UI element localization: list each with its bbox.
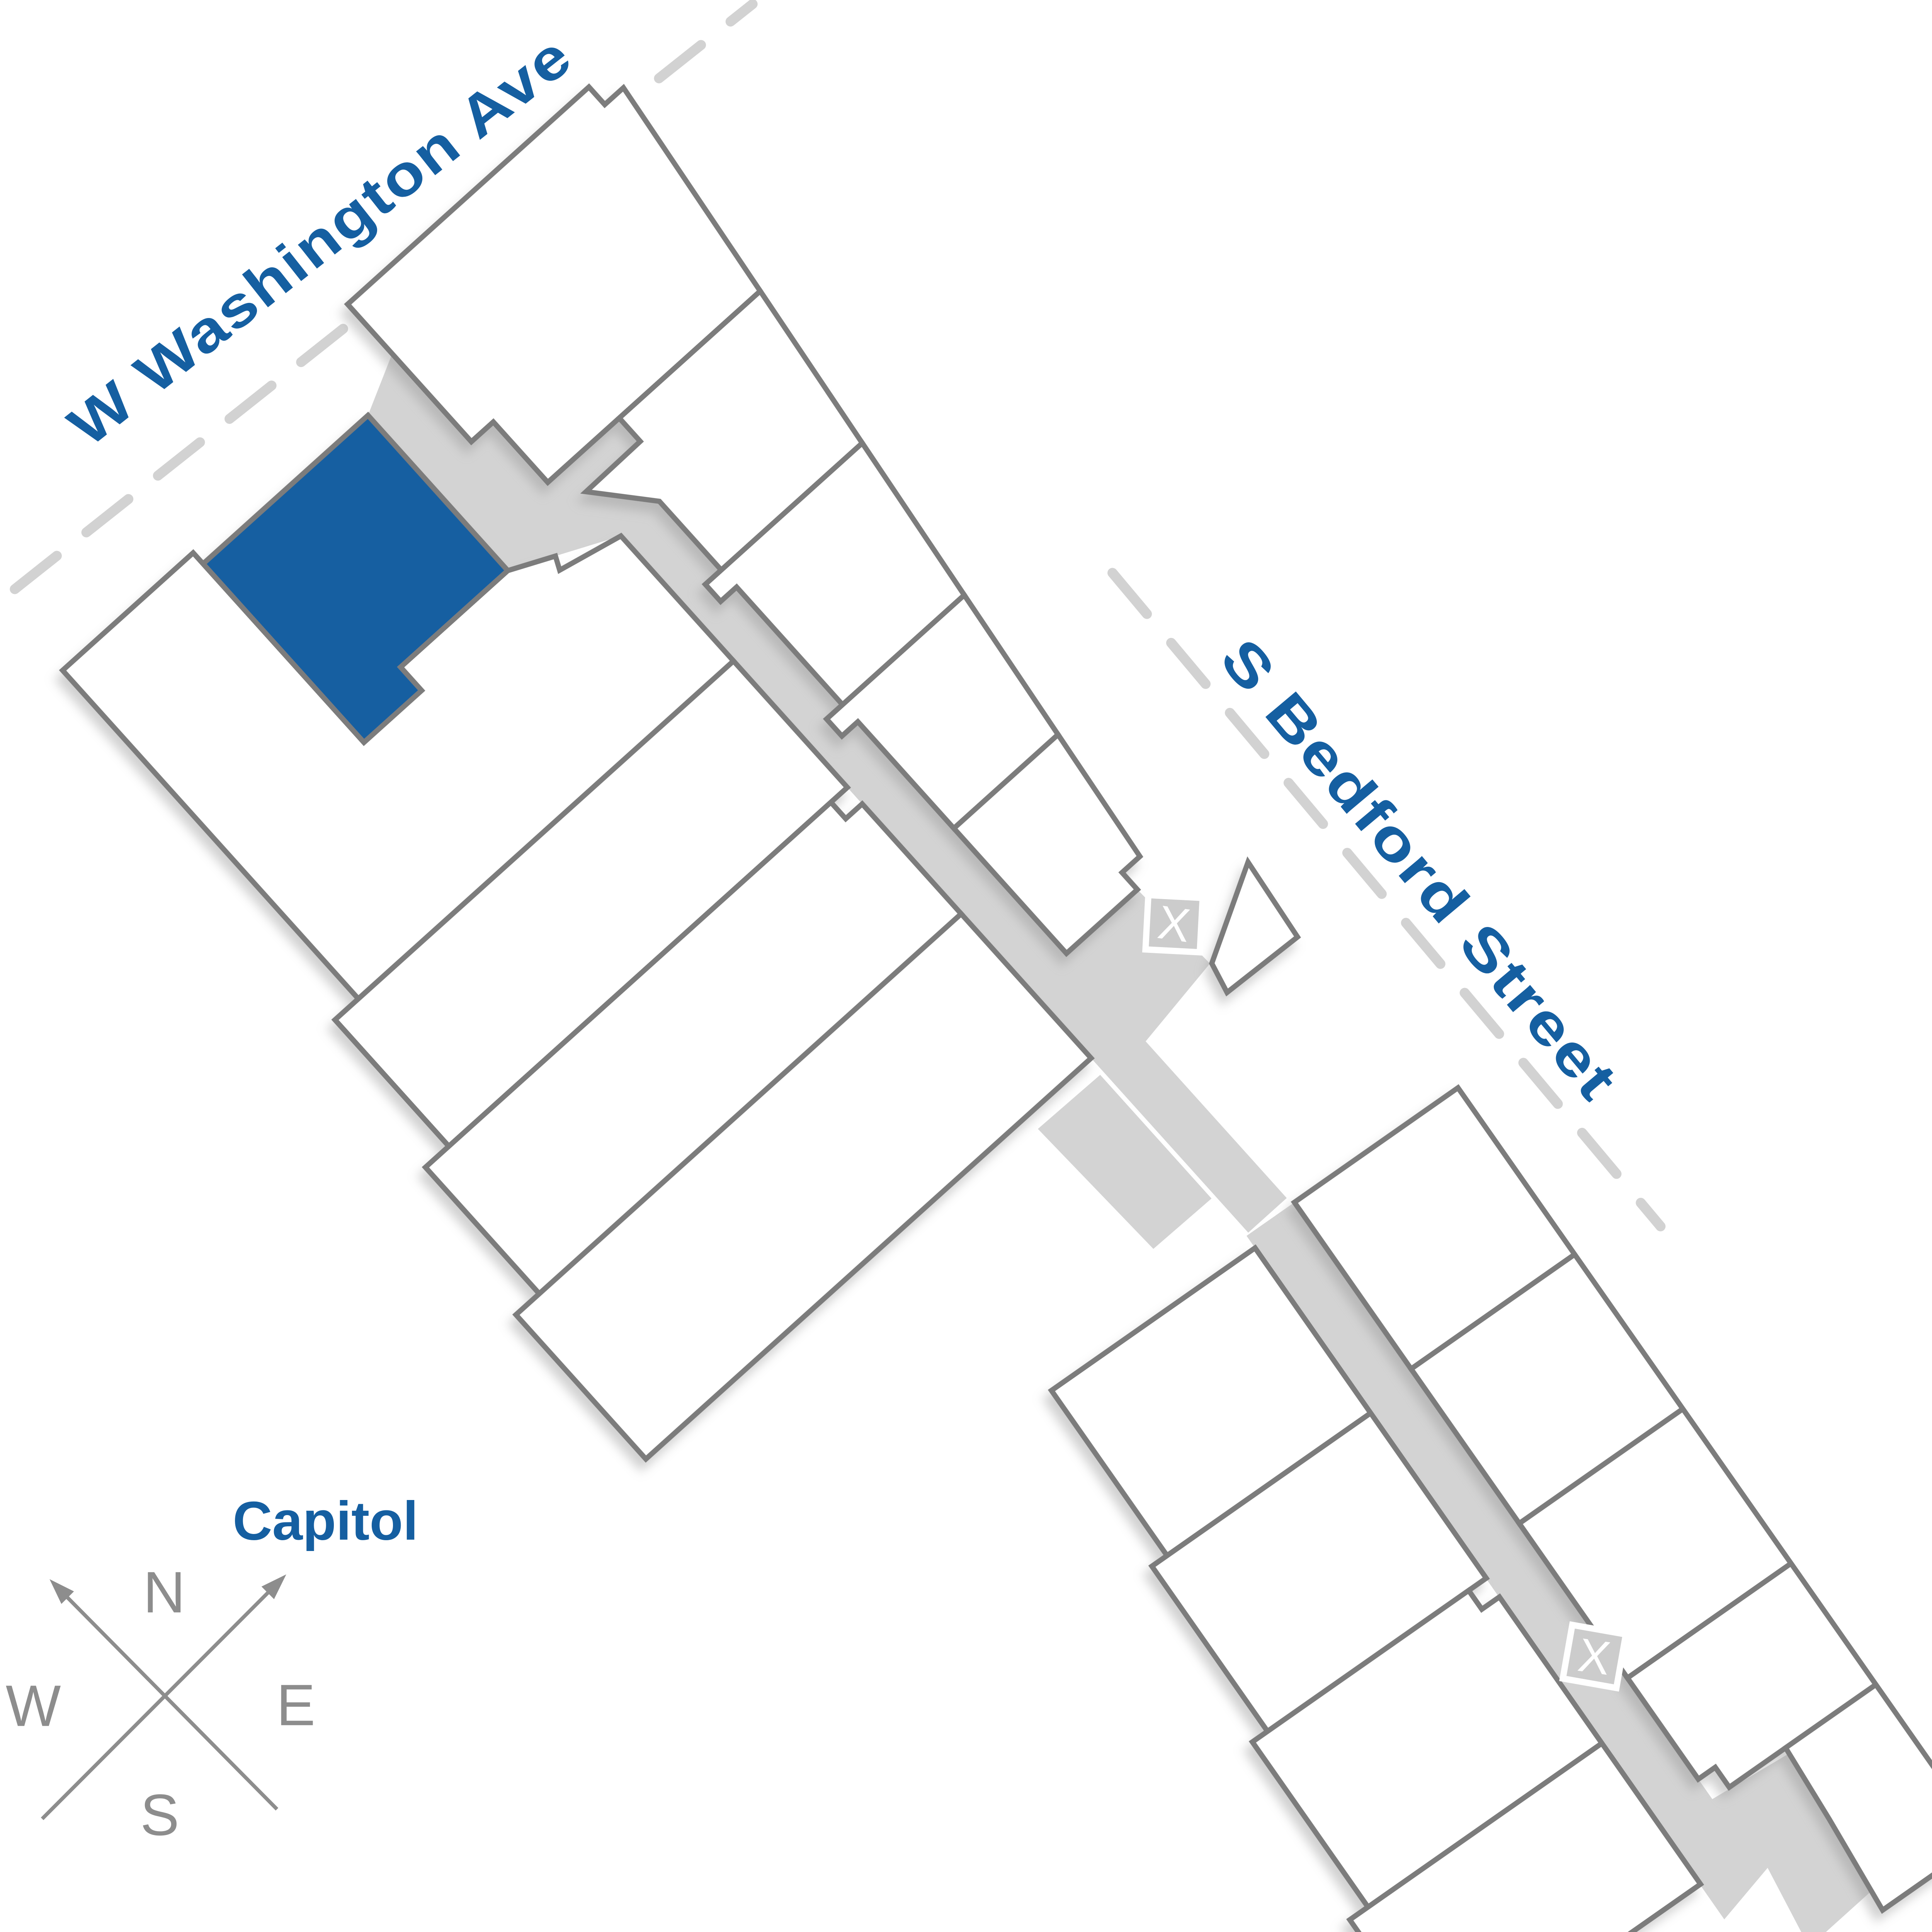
compass-se-nw-arrow <box>61 1591 279 1811</box>
bedford-street-dashed-line <box>1107 568 1666 1231</box>
unit-lot[interactable] <box>512 910 1095 1463</box>
crossing-diamond-icon <box>1559 1621 1630 1692</box>
crossing-diamond-icon <box>1142 891 1206 956</box>
upper-lots <box>59 83 1307 1463</box>
crossing-x-icon: X <box>1155 895 1194 952</box>
walkway-junction-pocket <box>1038 1075 1212 1249</box>
walkway-upper <box>368 354 1287 1233</box>
path-crossing-marker: X <box>1142 891 1206 956</box>
unit-lot[interactable] <box>950 730 1171 957</box>
capitol-label: Capitol <box>233 1491 418 1552</box>
compass-rose: N E S W Capitol <box>6 1491 418 1848</box>
upper-cluster: X <box>59 83 1307 1463</box>
crossing-x-icon: X <box>1575 1628 1614 1685</box>
unit-lot[interactable] <box>1172 856 1307 997</box>
compass-nw-arrowhead-icon <box>49 1579 74 1604</box>
walkway-lower <box>1247 1202 1872 1932</box>
compass-sw-ne-arrow <box>41 1585 275 1820</box>
compass-west-label: W <box>6 1673 61 1739</box>
unit-lot[interactable] <box>1774 1681 1932 1914</box>
lower-lots <box>1048 1084 1932 1932</box>
lower-cluster: X <box>1048 1084 1932 1932</box>
compass-south-label: S <box>140 1782 179 1848</box>
bedford-street-label: S Bedford Street <box>1208 626 1631 1112</box>
compass-ne-arrowhead-icon <box>261 1574 286 1599</box>
compass-north-label: N <box>143 1560 185 1625</box>
compass-east-label: E <box>276 1673 315 1738</box>
path-crossing-marker: X <box>1559 1621 1630 1692</box>
unit-lot[interactable] <box>1346 1740 1704 1932</box>
